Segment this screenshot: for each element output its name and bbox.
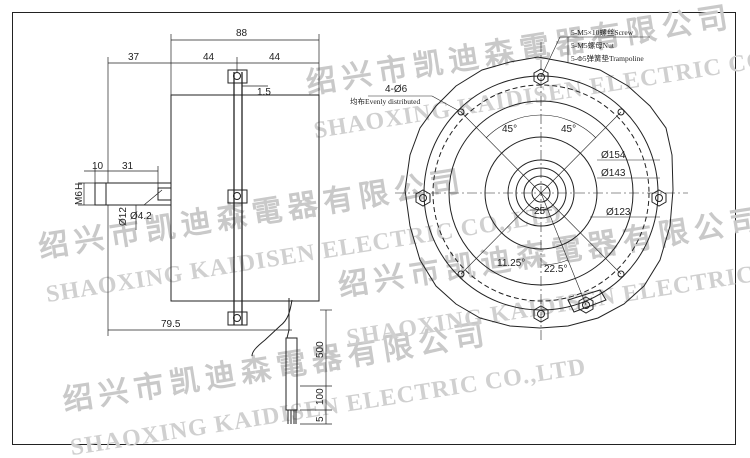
- boss-right-hole: [655, 194, 663, 202]
- ray-se: [540, 192, 622, 275]
- hole-label: 4-Ø6: [385, 84, 408, 95]
- mid-bolt-hole: [233, 192, 241, 200]
- dim-143: Ø143: [601, 168, 626, 179]
- dim-44-left: 44: [203, 52, 215, 63]
- hole-se: [617, 270, 625, 278]
- dim-hole-leader: [143, 189, 163, 206]
- boss-left-hole: [419, 194, 427, 202]
- front-dimension-lines: [368, 36, 688, 340]
- dim-h: H: [74, 183, 85, 190]
- dim-5: 5: [315, 416, 326, 422]
- leader-notes: [540, 36, 561, 78]
- dim-79.5: 79.5: [161, 319, 181, 330]
- hole-ne: [617, 108, 625, 116]
- boss-lead-hole: [582, 301, 590, 309]
- note-screw: 5-M5×10螺丝Screw: [571, 27, 634, 37]
- lead-wire: [251, 299, 293, 357]
- dim-11.25: 11.25°: [497, 258, 525, 269]
- side-view: [94, 69, 320, 424]
- note-washer: 5-Φ5弹簧垫Trampoline: [571, 53, 644, 63]
- boss-left: [415, 189, 431, 207]
- dim-angle-left: 45°: [502, 124, 517, 135]
- dim-m6: M6: [74, 191, 85, 205]
- dim-25: 25: [534, 206, 546, 217]
- hole-sw: [457, 270, 465, 278]
- lead-exit: [567, 289, 607, 313]
- drawing-frame: [12, 12, 736, 445]
- dim-100: 100: [315, 388, 326, 405]
- side-dimension-lines: [78, 34, 332, 425]
- dim-44-right: 44: [269, 52, 281, 63]
- watermark: 绍兴市凯迪森電器有限公司 SHAOXING KAIDISEN ELECTRIC …: [36, 0, 750, 458]
- bottom-bolt: [227, 311, 248, 326]
- dim-31: 31: [122, 161, 134, 172]
- hole-nw: [457, 108, 465, 116]
- mid-bolt: [227, 189, 248, 204]
- dim-dia12: Ø12: [118, 207, 129, 226]
- top-bolt-hole: [233, 72, 241, 80]
- ray-ne: [540, 111, 622, 194]
- dim-10: 10: [92, 161, 104, 172]
- boss-right: [651, 189, 667, 207]
- dim-angle-right: 45°: [561, 124, 576, 135]
- dim-22.5: 22.5°: [544, 264, 567, 275]
- dim-154: Ø154: [601, 150, 626, 161]
- arc-11.25: [503, 276, 542, 286]
- dim-37: 37: [128, 52, 140, 63]
- top-bolt: [227, 69, 248, 84]
- dim-123: Ø123: [606, 207, 631, 218]
- bottom-bolt-hole: [233, 314, 241, 322]
- dim-500: 500: [315, 341, 326, 358]
- leader-holes: [431, 95, 462, 113]
- ray-lead: [540, 192, 587, 306]
- note-nut: 5-M5螺母Nut: [571, 40, 615, 50]
- dim-1.5: 1.5: [257, 87, 271, 98]
- ray-sw: [460, 192, 542, 275]
- hole-note: 均布Evenly distributed: [350, 96, 420, 106]
- shaft-end: [531, 183, 551, 203]
- boss-lead: [578, 296, 594, 314]
- dim-88: 88: [236, 28, 248, 39]
- outer-flange: [404, 56, 674, 329]
- shaft-collar: [157, 187, 172, 201]
- dim-dia4.2: Ø4.2: [130, 211, 152, 222]
- arc-small: [540, 259, 569, 266]
- ray-nw: [460, 111, 542, 194]
